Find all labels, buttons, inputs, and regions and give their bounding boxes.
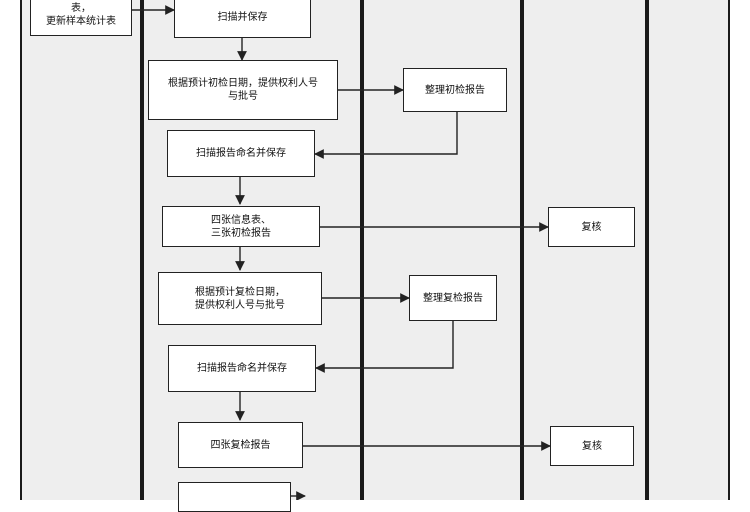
flowchart-canvas: 表， 更新样本统计表 扫描并保存 根据预计初检日期，提供权利人号 与批号 整理初… <box>20 0 730 512</box>
node-review-2: 复核 <box>550 426 634 466</box>
node-provide-initial-ids: 根据预计初检日期，提供权利人号 与批号 <box>148 60 338 120</box>
node-four-recheck-reports: 四张复检报告 <box>178 422 303 468</box>
lane-4 <box>522 0 647 500</box>
node-organize-initial-report: 整理初检报告 <box>403 68 507 112</box>
node-update-sample-stats: 表， 更新样本统计表 <box>30 0 132 36</box>
node-scan-report-name-save-2: 扫描报告命名并保存 <box>168 345 316 392</box>
node-scan-report-name-save-1: 扫描报告命名并保存 <box>167 130 315 177</box>
node-provide-recheck-ids: 根据预计复检日期， 提供权利人号与批号 <box>158 272 322 325</box>
node-bottom-partial <box>178 482 291 512</box>
connector-layer <box>132 5 551 500</box>
node-review-1: 复核 <box>548 207 635 247</box>
lane-5 <box>647 0 730 500</box>
edge-organize-initial-to-scan-report <box>314 112 458 159</box>
lane-1 <box>20 0 142 500</box>
node-organize-recheck-report: 整理复检报告 <box>409 275 497 321</box>
node-scan-and-save: 扫描并保存 <box>174 0 311 38</box>
node-four-info-three-initial: 四张信息表、 三张初检报告 <box>162 206 320 247</box>
edge-organize-recheck-to-scan-report <box>315 321 454 373</box>
